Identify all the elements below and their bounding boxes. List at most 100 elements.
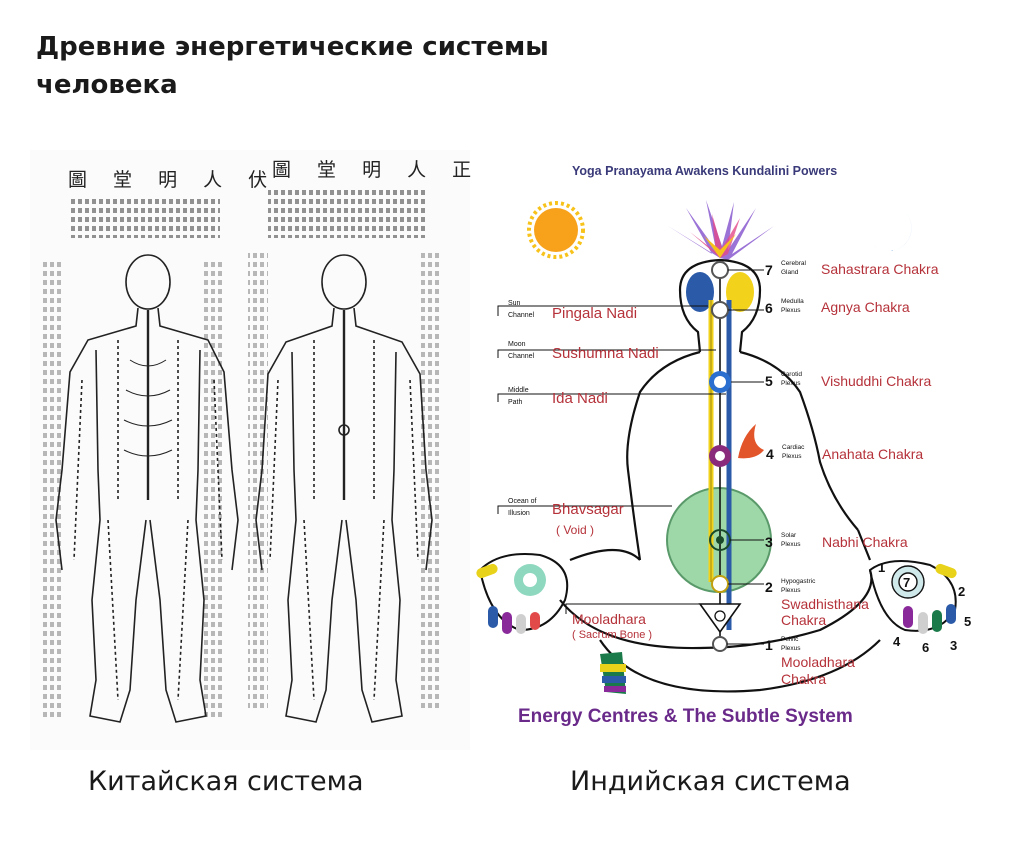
svg-text:Plexus: Plexus — [781, 380, 801, 387]
pingala-head-lobe — [726, 272, 754, 312]
svg-text:Sushumna Nadi: Sushumna Nadi — [552, 345, 659, 362]
chakra-1-point — [712, 636, 728, 652]
svg-text:Carotid: Carotid — [781, 371, 802, 378]
hand-number-5: 5 — [964, 614, 971, 629]
mooladhara-sacrum-label: Mooladhara ( Sacrum Bone ) — [565, 603, 700, 641]
svg-text:Plexus: Plexus — [782, 453, 802, 460]
nadi-label-pingala: Sun Channel Pingala Nadi — [497, 300, 708, 322]
chakra-5-point — [709, 371, 731, 393]
hand-number-4: 4 — [893, 634, 901, 649]
svg-text:Pelvic: Pelvic — [781, 636, 799, 643]
svg-text:Hypogastric: Hypogastric — [781, 578, 816, 585]
chakra-label-1: 1 Pelvic Plexus Mooladhara Chakra — [727, 636, 855, 687]
ida-head-lobe — [686, 272, 714, 312]
hand-number-2: 2 — [958, 584, 965, 599]
chakra-label-6: 6 Medulla Plexus Agnya Chakra — [728, 298, 910, 316]
svg-text:2: 2 — [765, 579, 773, 595]
indian-system-caption: Индийская система — [570, 766, 851, 797]
chakra-6-point — [711, 301, 729, 319]
svg-text:Illusion: Illusion — [508, 510, 530, 517]
chakra-4-point — [709, 424, 764, 467]
chinese-system-caption: Китайская система — [88, 766, 364, 797]
svg-text:Chakra: Chakra — [781, 612, 826, 628]
chakra-label-3: 3 Solar Plexus Nabhi Chakra — [730, 532, 908, 550]
svg-text:Pingala Nadi: Pingala Nadi — [552, 305, 637, 322]
indian-bottom-title: Energy Centres & The Subtle System — [518, 706, 853, 727]
svg-text:Mooladhara: Mooladhara — [572, 611, 646, 627]
nadi-label-ida: Middle Path Ida Nadi — [497, 387, 726, 407]
svg-text:Medulla: Medulla — [781, 298, 804, 305]
svg-text:Ida Nadi: Ida Nadi — [552, 390, 608, 407]
svg-text:Middle: Middle — [508, 387, 529, 394]
meditating-body-outline — [559, 258, 881, 693]
svg-text:Mooladhara: Mooladhara — [781, 654, 855, 670]
chinese-front-figure — [255, 254, 433, 723]
svg-text:Swadhisthana: Swadhisthana — [781, 596, 869, 612]
hand-number-6: 6 — [922, 640, 929, 655]
foot-icon — [600, 652, 626, 694]
chinese-acupuncture-panel: 圖 堂 明 人 伏 圖 堂 明 人 正 — [30, 150, 481, 750]
chakra-7-point — [711, 261, 729, 279]
svg-text:Chakra: Chakra — [781, 671, 826, 687]
indian-top-title: Yoga Pranayama Awakens Kundalini Powers — [572, 164, 837, 178]
moon-icon — [872, 212, 912, 252]
svg-text:Ocean of: Ocean of — [508, 498, 536, 505]
svg-text:4: 4 — [766, 446, 774, 462]
svg-text:( Void ): ( Void ) — [556, 523, 594, 537]
chakra-label-2: 2 Hypogastric Plexus Swadhisthana Chakra — [728, 578, 869, 628]
chinese-left-text-block — [70, 198, 220, 238]
svg-text:Path: Path — [508, 399, 523, 406]
right-hand-icon — [868, 560, 957, 634]
svg-text:Anahata Chakra: Anahata Chakra — [822, 446, 923, 462]
page-title: Древние энергетические системы человека — [36, 28, 736, 104]
chinese-right-title: 圖 堂 明 人 正 — [272, 159, 481, 181]
left-hand-icon — [476, 553, 569, 634]
svg-text:Solar: Solar — [781, 532, 797, 539]
svg-text:Sahastrara Chakra: Sahastrara Chakra — [821, 261, 939, 277]
svg-text:Agnya Chakra: Agnya Chakra — [821, 299, 910, 315]
chakra-label-5: 5 Carotid Plexus Vishuddhi Chakra — [731, 371, 931, 389]
svg-text:Channel: Channel — [508, 312, 535, 319]
title-line-2: человека — [36, 70, 178, 100]
chinese-side-text-4 — [420, 250, 442, 710]
bhavsagar-label: Ocean of Illusion Bhavsagar ( Void ) — [497, 498, 672, 537]
hand-number-7: 7 — [903, 575, 910, 590]
indian-chakra-panel: Yoga Pranayama Awakens Kundalini Powers — [476, 164, 971, 727]
svg-text:Cardiac: Cardiac — [782, 444, 805, 451]
svg-text:Plexus: Plexus — [781, 307, 801, 314]
svg-text:1: 1 — [765, 637, 773, 653]
crown-flame-icon — [668, 200, 774, 260]
svg-text:Plexus: Plexus — [781, 541, 801, 548]
chakra-2-point — [711, 575, 729, 593]
chakra-label-7: 7 Cerebral Gland Sahastrara Chakra — [728, 260, 939, 278]
sun-icon — [527, 201, 585, 259]
svg-text:Sun: Sun — [508, 300, 521, 307]
chakra-label-4: 4 Cardiac Plexus Anahata Chakra — [766, 444, 923, 462]
svg-text:Cerebral: Cerebral — [781, 260, 806, 267]
chinese-left-title: 圖 堂 明 人 伏 — [68, 169, 277, 191]
svg-text:Plexus: Plexus — [781, 645, 801, 652]
svg-text:Gland: Gland — [781, 269, 799, 276]
chinese-right-text-block — [268, 186, 428, 238]
svg-text:Channel: Channel — [508, 353, 535, 360]
kundalini-triangle — [698, 603, 742, 634]
chinese-side-text-2 — [204, 260, 224, 720]
svg-text:3: 3 — [765, 534, 773, 550]
svg-text:( Sacrum Bone ): ( Sacrum Bone ) — [572, 629, 652, 641]
hand-number-1: 1 — [878, 560, 885, 575]
chinese-back-figure — [55, 254, 239, 723]
nadi-label-sushumna: Moon Channel Sushumna Nadi — [497, 341, 716, 362]
svg-text:Bhavsagar: Bhavsagar — [552, 501, 624, 518]
title-line-1: Древние энергетические системы — [36, 32, 549, 62]
chinese-side-text-3 — [248, 250, 268, 710]
svg-text:Vishuddhi Chakra: Vishuddhi Chakra — [821, 373, 931, 389]
svg-text:7: 7 — [765, 262, 773, 278]
chinese-side-text-1 — [40, 260, 62, 720]
svg-text:Plexus: Plexus — [781, 587, 801, 594]
svg-text:6: 6 — [765, 300, 773, 316]
hand-number-3: 3 — [950, 638, 957, 653]
svg-text:Moon: Moon — [508, 341, 526, 348]
svg-text:5: 5 — [765, 373, 773, 389]
svg-text:Nabhi Chakra: Nabhi Chakra — [822, 534, 908, 550]
